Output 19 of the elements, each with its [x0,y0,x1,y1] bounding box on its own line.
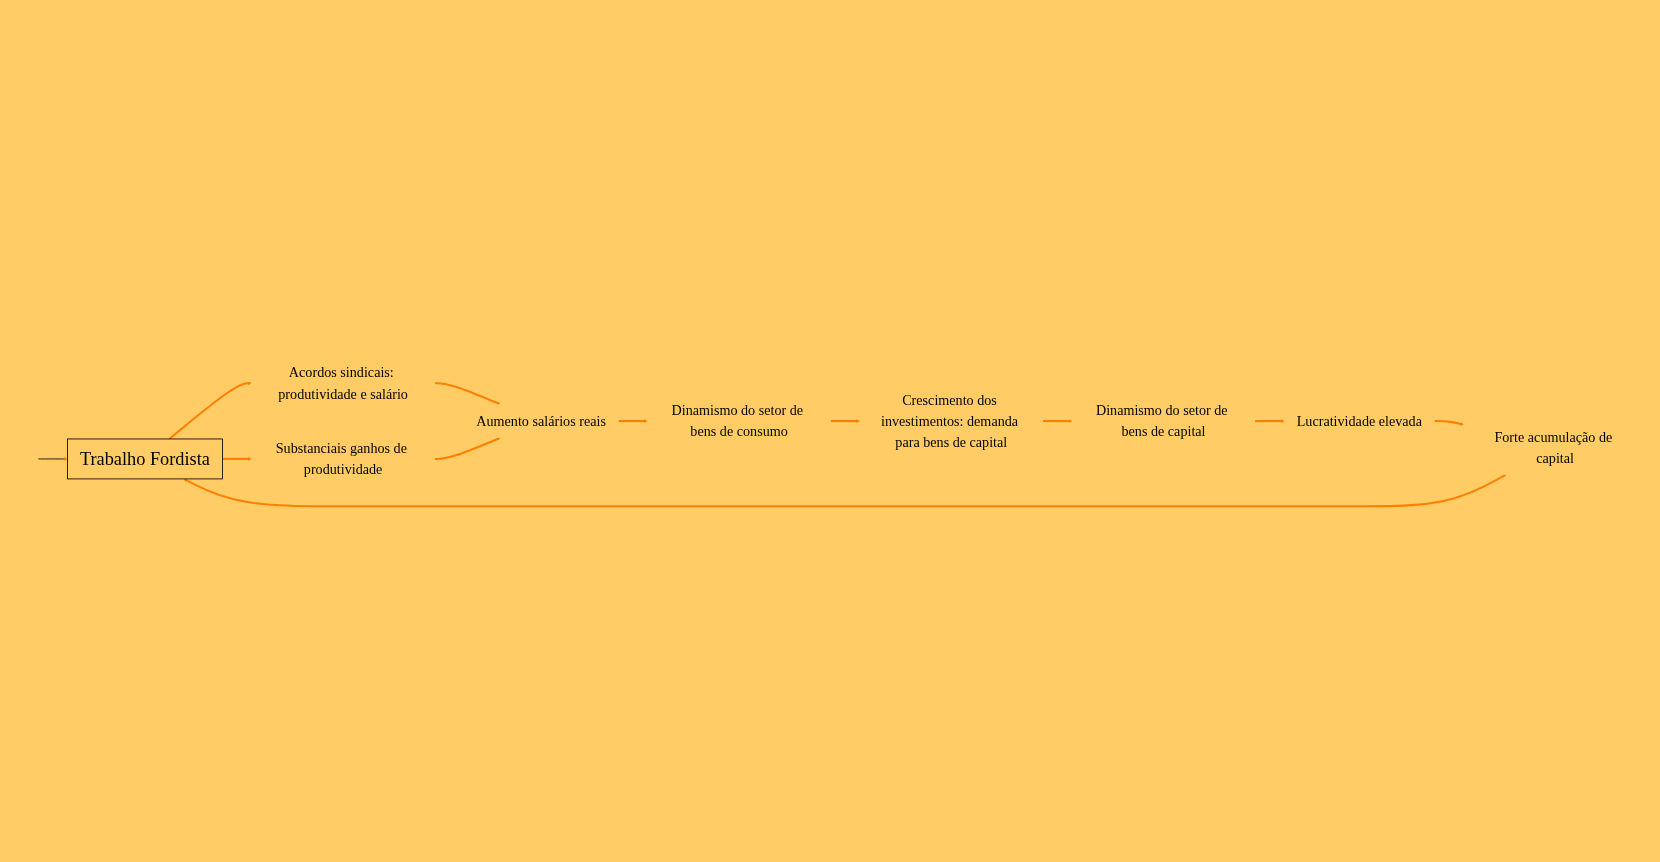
node-text: Substanciais ganhos de produtividade [275,440,407,478]
node-text: Dinamismo do setor de bens de capital [1095,402,1228,440]
node-text: Lucratividade elevada [1296,413,1422,429]
arrow [1042,419,1073,423]
node-box: Trabalho Fordista [67,438,223,480]
node-text: Forte acumulação de capital [1494,429,1613,466]
arrow [830,419,860,423]
arrow [618,419,648,423]
node-text: Acordos sindicais: produtividade e salário [278,364,408,402]
arrow [183,473,1507,508]
node-text: Crescimento dos investimentos: demanda para bens de capital [880,392,1019,450]
arrow [434,382,501,405]
arrow [1255,419,1285,423]
arrow [222,457,252,461]
node-text: Aumento salários reais [476,413,606,429]
arrow [168,381,252,440]
arrow [1434,420,1464,426]
node-text: Dinamismo do setor de bens de consumo [671,402,804,440]
arrow [434,437,501,460]
